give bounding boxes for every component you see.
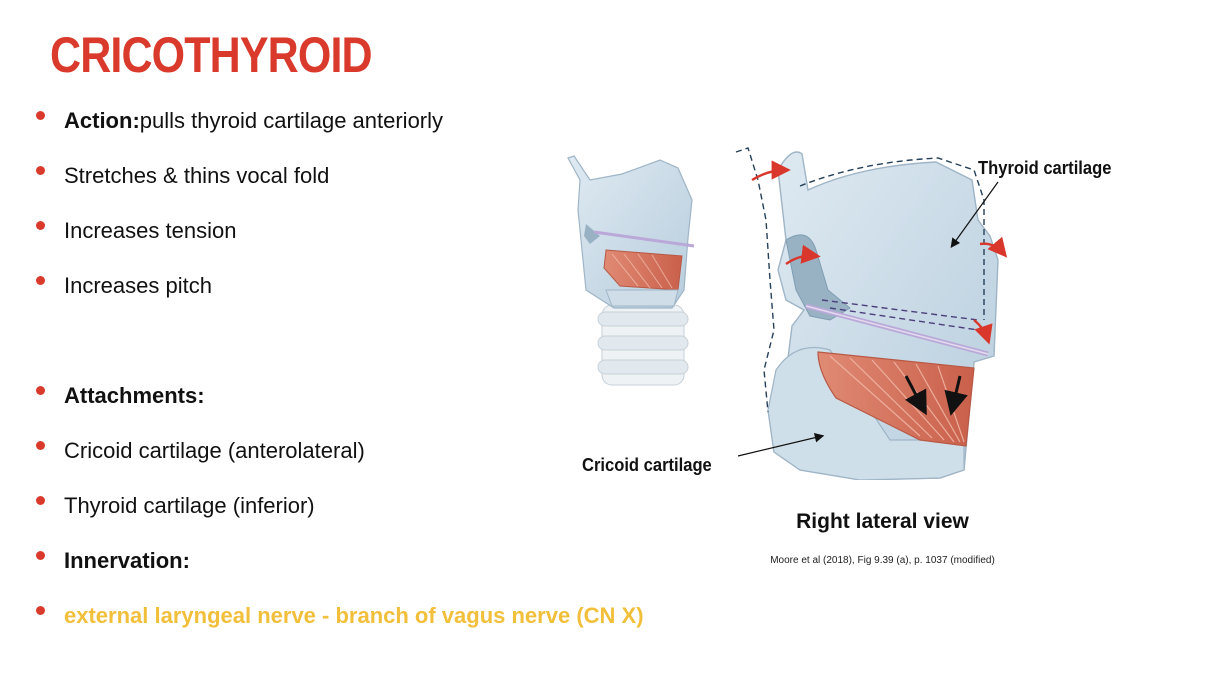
slide-title: CRICOTHYROID (50, 27, 373, 83)
bullet-dot-icon (36, 550, 45, 560)
bullet-dot-icon (36, 220, 45, 230)
cricoid-cartilage-label: Cricoid cartilage (582, 455, 712, 475)
bullet-innervation: Innervation: (36, 546, 190, 576)
bullet-label: Action: (64, 108, 140, 133)
bullet-action: Action: pulls thyroid cartilage anterior… (36, 106, 443, 136)
bullet-tension: Increases tension (36, 216, 236, 246)
bullet-dot-icon (36, 605, 45, 615)
bullet-dot-icon (36, 495, 45, 505)
bullet-nerve: external laryngeal nerve - branch of vag… (36, 601, 644, 631)
bullet-dot-icon (36, 385, 45, 395)
bullet-dot-icon (36, 275, 45, 285)
bullet-pitch: Increases pitch (36, 271, 212, 301)
bullet-cricoid: Cricoid cartilage (anterolateral) (36, 436, 365, 466)
bullet-dot-icon (36, 165, 45, 175)
bullet-dot-icon (36, 440, 45, 450)
bullet-attachments: Attachments: (36, 381, 205, 411)
bullet-dot-icon (36, 110, 45, 120)
bullet-text: pulls thyroid cartilage anteriorly (139, 108, 444, 133)
lateral-view (735, 147, 1008, 480)
bullet-label: Attachments: (64, 383, 205, 408)
bullet-stretches: Stretches & thins vocal fold (36, 161, 329, 191)
anterior-view (567, 155, 695, 386)
bullet-text: Cricoid cartilage (anterolateral) (64, 438, 365, 463)
bullet-text: Increases pitch (64, 273, 212, 298)
bullet-text: Thyroid cartilage (inferior) (64, 493, 315, 518)
bullet-text: external laryngeal nerve - branch of vag… (64, 603, 644, 628)
bullet-text: Stretches & thins vocal fold (64, 163, 330, 188)
bullet-text: Increases tension (64, 218, 237, 243)
bullet-thyroid: Thyroid cartilage (inferior) (36, 491, 315, 521)
figure-citation: Moore et al (2018), Fig 9.39 (a), p. 103… (770, 555, 995, 566)
larynx-illustration (567, 147, 1008, 480)
view-caption: Right lateral view (796, 510, 969, 533)
bullet-label: Innervation: (64, 548, 190, 573)
thyroid-cartilage-label: Thyroid cartilage (978, 158, 1112, 178)
